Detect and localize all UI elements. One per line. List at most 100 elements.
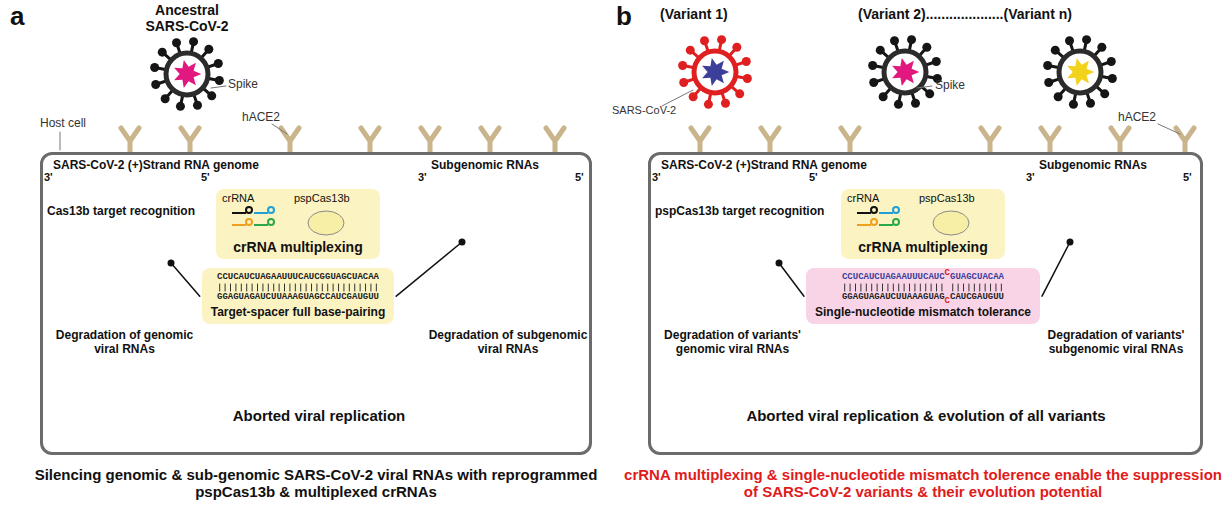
label-text: 5' bbox=[575, 171, 595, 184]
cell-text: Degradation of subgenomic viral RNAs bbox=[427, 329, 589, 357]
spike-head bbox=[869, 78, 878, 87]
bar bbox=[343, 284, 344, 291]
bar bbox=[931, 284, 932, 291]
bar bbox=[968, 284, 969, 291]
label-text: (Variant 1) bbox=[660, 6, 770, 22]
leader-line bbox=[211, 86, 226, 88]
virus-particle bbox=[1043, 35, 1117, 109]
spike-head bbox=[868, 61, 877, 70]
receptor-shape bbox=[841, 128, 859, 153]
cas13b-body bbox=[933, 211, 969, 235]
spike-head bbox=[721, 99, 730, 108]
bar bbox=[273, 284, 274, 291]
crrna-loop bbox=[268, 207, 274, 213]
cell-text: Subgenomic RNAs bbox=[431, 159, 591, 173]
bar bbox=[914, 284, 915, 291]
receptor-shape bbox=[1041, 128, 1059, 153]
receptor-shape bbox=[1176, 128, 1194, 153]
spike-head bbox=[700, 36, 709, 45]
spike-head bbox=[158, 48, 167, 57]
bar bbox=[252, 284, 253, 291]
label-text: (Variant 2)....................(Variant … bbox=[858, 6, 1178, 22]
spike-head bbox=[1108, 74, 1117, 83]
part-label: crRNA bbox=[222, 192, 254, 205]
spike-head bbox=[686, 46, 695, 55]
label-text: hACE2 bbox=[242, 111, 302, 125]
bar bbox=[866, 284, 867, 291]
bar bbox=[333, 284, 334, 291]
bar bbox=[306, 284, 307, 291]
virus-particle bbox=[868, 35, 942, 109]
receptor-shape bbox=[181, 128, 199, 153]
label-text: a bbox=[10, 2, 40, 32]
bar bbox=[360, 284, 361, 291]
label-text: 3' bbox=[1026, 171, 1046, 184]
bar bbox=[952, 284, 953, 291]
figure-caption: crRNA multiplexing & single-nucleotide m… bbox=[622, 466, 1224, 501]
bar bbox=[893, 284, 894, 291]
crrna-stem bbox=[857, 224, 871, 226]
bar bbox=[871, 284, 872, 291]
cell-text: Aborted viral replication & evolution of… bbox=[706, 407, 1146, 424]
cell-box: SARS-CoV-2 (+)Strand RNA genomeSubgenomi… bbox=[648, 152, 1203, 455]
viral-envelope bbox=[694, 51, 736, 93]
spike-head bbox=[679, 78, 688, 87]
rna-sequence: CCUCAUCUAGAAUUUCAUC bbox=[842, 272, 945, 282]
bar bbox=[898, 284, 899, 291]
spike-head bbox=[1044, 78, 1053, 87]
spike-head bbox=[879, 92, 888, 101]
spike-head bbox=[911, 99, 920, 108]
hace2-receptor bbox=[1176, 128, 1194, 153]
pointer-line bbox=[171, 263, 200, 296]
crrna-stem bbox=[879, 224, 893, 226]
bar bbox=[257, 284, 258, 291]
sequence-box: CCUCAUCUAGAAUUUCAUCGGUAGCUACAAGGAGUAGAUC… bbox=[202, 268, 395, 324]
bar bbox=[235, 284, 236, 291]
receptor-shape bbox=[691, 128, 709, 153]
spike-head bbox=[172, 38, 181, 47]
label-text: 5' bbox=[1183, 171, 1203, 184]
sequence-row: GGAGUAGAUCUUAAAGUAGCCAUCGAUGUU bbox=[217, 292, 379, 303]
bar bbox=[219, 284, 220, 291]
bar bbox=[887, 284, 888, 291]
hace2-receptor bbox=[546, 128, 564, 153]
crrna-stem bbox=[254, 224, 268, 226]
bar bbox=[974, 284, 975, 291]
spike-head bbox=[1069, 100, 1078, 109]
cell-text: Degradation of variants' subgenomic vira… bbox=[1035, 329, 1197, 357]
pointer-dot bbox=[168, 260, 175, 267]
hace2-receptor bbox=[981, 128, 999, 153]
bar bbox=[990, 284, 991, 291]
viral-genome bbox=[702, 58, 729, 86]
cell-text: Cas13b target recognition bbox=[47, 205, 267, 219]
bar bbox=[349, 284, 350, 291]
leader-line bbox=[1158, 124, 1180, 134]
spike-head bbox=[1051, 46, 1060, 55]
bar bbox=[295, 284, 296, 291]
crrna-stem bbox=[232, 224, 246, 226]
bar bbox=[985, 284, 986, 291]
part-label: pspCas13b bbox=[919, 192, 975, 205]
bar bbox=[963, 284, 964, 291]
bar bbox=[936, 284, 937, 291]
bar bbox=[300, 284, 301, 291]
pointer-dot bbox=[459, 239, 466, 246]
spike-head bbox=[204, 45, 213, 54]
bar bbox=[327, 284, 328, 291]
bar bbox=[354, 284, 355, 291]
spike-head bbox=[215, 76, 224, 85]
label-text: 5' bbox=[201, 171, 221, 184]
bar bbox=[925, 284, 926, 291]
leader-line bbox=[272, 124, 287, 134]
bar bbox=[877, 284, 878, 291]
bar bbox=[860, 284, 861, 291]
hace2-receptor bbox=[421, 128, 439, 153]
viral-genome bbox=[174, 60, 201, 88]
spike-head bbox=[1043, 61, 1052, 70]
base-pair-bars bbox=[217, 283, 379, 292]
bar bbox=[920, 284, 921, 291]
cell-text: pspCas13b target recognition bbox=[655, 205, 875, 219]
spike-head bbox=[732, 43, 741, 52]
spike-head bbox=[894, 100, 903, 109]
